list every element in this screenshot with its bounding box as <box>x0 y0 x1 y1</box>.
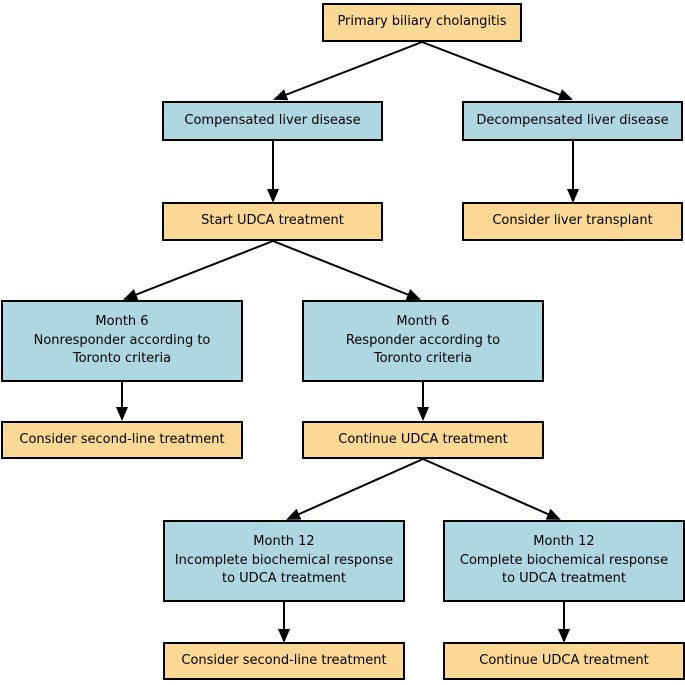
node-continue-udca-treatment-2: Continue UDCA treatment <box>443 642 685 680</box>
node-label: Continue UDCA treatment <box>338 431 508 447</box>
node-start-udca-treatment: Start UDCA treatment <box>162 202 383 241</box>
node-label: Consider second-line treatment <box>181 652 387 668</box>
edge-startudca-nonresponder <box>123 240 274 301</box>
node-compensated-liver-disease: Compensated liver disease <box>162 101 383 141</box>
node-consider-second-line-treatment-1: Consider second-line treatment <box>1 421 243 459</box>
node-primary-biliary-cholangitis: Primary biliary cholangitis <box>322 3 522 42</box>
node-month6-nonresponder: Month 6 Nonresponder according to Toront… <box>1 300 243 382</box>
edge-pbc-compensated <box>273 41 423 101</box>
node-month6-responder: Month 6 Responder according to Toronto c… <box>302 300 544 382</box>
node-consider-second-line-treatment-2: Consider second-line treatment <box>163 642 405 680</box>
edge-pbc-decompensated <box>421 41 573 101</box>
node-label: Month 6 Responder according to Toronto c… <box>345 314 501 367</box>
node-month12-incomplete-response: Month 12 Incomplete biochemical response… <box>163 520 405 602</box>
node-label: Month 12 Complete biochemical response t… <box>459 534 669 587</box>
node-label: Continue UDCA treatment <box>479 652 649 668</box>
node-label: Consider second-line treatment <box>19 431 225 447</box>
node-label: Month 12 Incomplete biochemical response… <box>174 534 394 587</box>
edge-continueudca1-incomplete <box>286 458 424 520</box>
edge-continueudca1-complete <box>422 458 561 520</box>
node-label: Decompensated liver disease <box>476 112 669 128</box>
node-label: Primary biliary cholangitis <box>337 14 507 30</box>
node-consider-liver-transplant: Consider liver transplant <box>462 202 683 241</box>
node-month12-complete-response: Month 12 Complete biochemical response t… <box>443 520 685 602</box>
edge-startudca-responder <box>272 240 421 301</box>
node-label: Compensated liver disease <box>184 112 361 128</box>
node-decompensated-liver-disease: Decompensated liver disease <box>462 101 683 141</box>
node-label: Consider liver transplant <box>492 213 653 229</box>
node-label: Month 6 Nonresponder according to Toront… <box>33 314 211 367</box>
node-label: Start UDCA treatment <box>201 213 344 229</box>
node-continue-udca-treatment-1: Continue UDCA treatment <box>302 421 544 459</box>
